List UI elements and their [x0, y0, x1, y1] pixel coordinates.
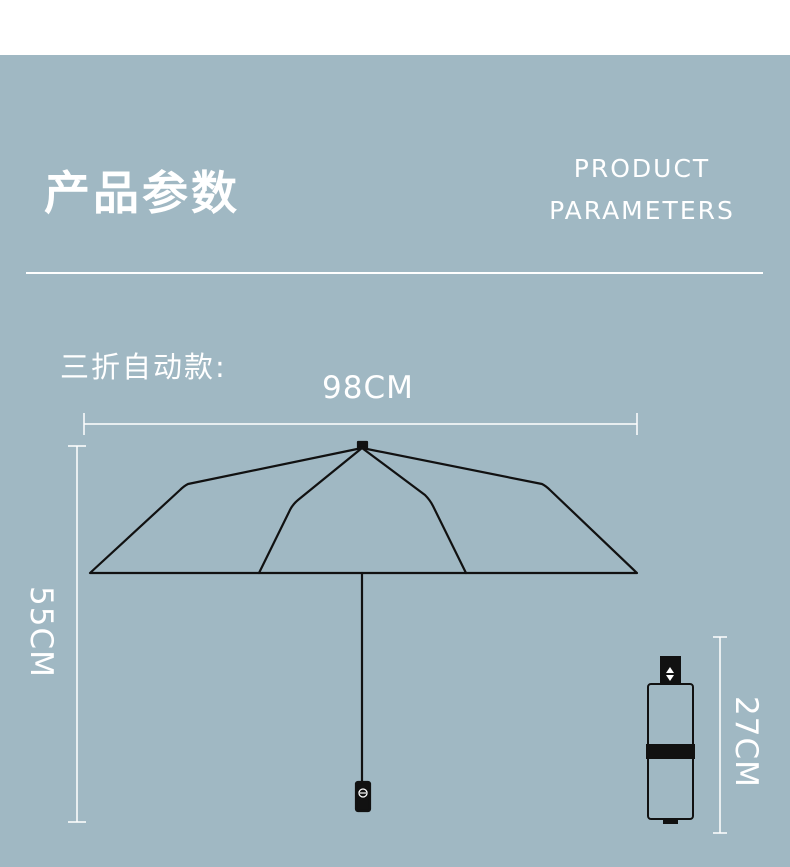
height-dimension-line — [68, 445, 86, 823]
canopy-outline — [88, 446, 639, 575]
open-width-label: 98CM — [322, 370, 414, 406]
open-umbrella-icon — [88, 440, 639, 813]
parameters-panel — [0, 55, 790, 867]
folded-strap — [646, 744, 695, 759]
subtitle-line-1: PRODUCT — [573, 154, 711, 183]
width-dimension-line — [83, 413, 638, 435]
folded-umbrella-icon — [646, 656, 695, 824]
umbrella-tip — [356, 440, 369, 450]
subtitle-line-2: PARAMETERS — [549, 196, 735, 225]
open-close-button-icon — [358, 788, 368, 798]
page-subtitle: PRODUCT PARAMETERS — [540, 148, 744, 232]
folded-dimension-line — [713, 636, 727, 834]
divider — [26, 272, 763, 274]
rib-left-inner — [257, 446, 364, 575]
up-down-arrow-icon — [666, 667, 674, 681]
model-label: 三折自动款: — [60, 350, 227, 384]
rib-right-inner — [360, 446, 468, 575]
folded-tip — [663, 818, 678, 824]
page-title: 产品参数 — [44, 166, 240, 220]
